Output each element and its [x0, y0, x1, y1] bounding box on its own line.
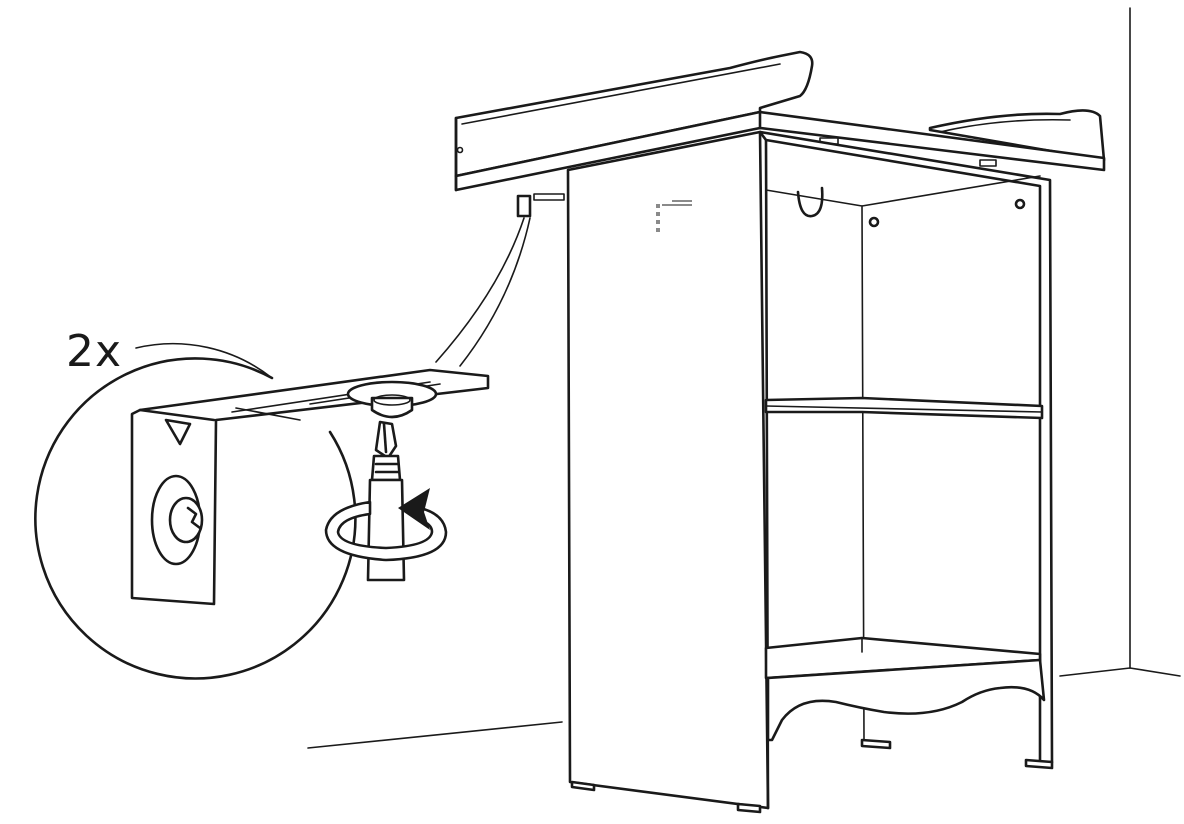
changing-table-top [454, 50, 1106, 218]
cabinet-body [566, 130, 1054, 814]
room-lines [307, 7, 1181, 749]
quantity-label: 2x [66, 326, 123, 377]
callout-leader [435, 217, 531, 367]
panel-marks [656, 200, 692, 232]
detail-magnifier [34, 342, 490, 680]
clockwise-arrow-icon [324, 488, 448, 562]
